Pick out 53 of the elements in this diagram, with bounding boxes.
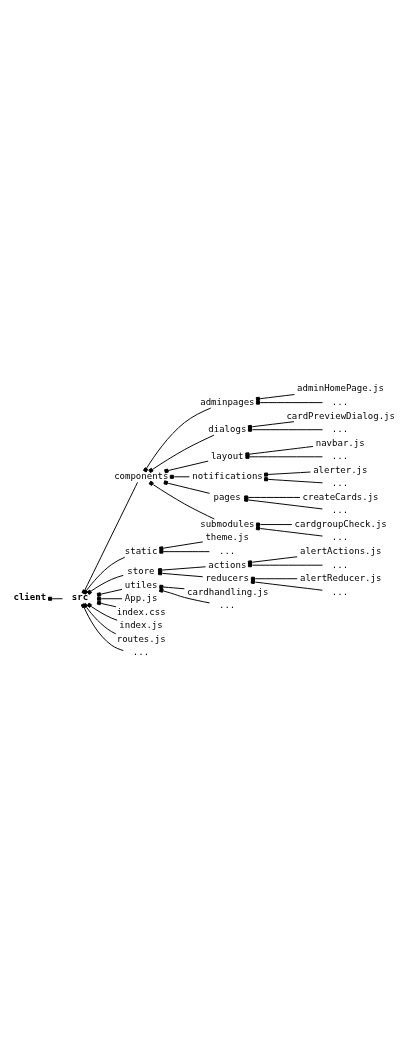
- node-text: ...: [331, 450, 349, 461]
- node-text: src: [71, 591, 89, 602]
- node-text: App.js: [124, 592, 158, 603]
- connector: [159, 549, 210, 554]
- node-text: theme.js: [205, 531, 249, 542]
- node-text: routes.js: [116, 633, 166, 644]
- node-text: alertActions.js: [299, 545, 382, 556]
- node-text: ...: [331, 396, 349, 407]
- connector: [148, 480, 215, 519]
- node-text: index.css: [116, 606, 166, 617]
- node-text: cardPreviewDialog.js: [286, 410, 395, 421]
- node-text: components: [114, 470, 169, 481]
- node-text: dialogs: [208, 423, 247, 434]
- connector: [163, 479, 210, 494]
- node-text: layout: [210, 450, 244, 461]
- node-text: ...: [331, 559, 349, 570]
- connector: [158, 587, 211, 603]
- node-text: reducers: [205, 572, 249, 583]
- connector: [169, 474, 190, 479]
- connector: [143, 407, 212, 472]
- node-text: ...: [331, 531, 349, 542]
- node-text: ...: [218, 599, 236, 610]
- node-text: ...: [331, 423, 349, 434]
- node-text: createCards.js: [302, 491, 379, 502]
- node-text: notifications: [192, 470, 263, 481]
- connector: [96, 600, 117, 607]
- node-text: ...: [132, 646, 150, 657]
- node-text: adminHomePage.js: [297, 382, 384, 393]
- connector: [250, 579, 323, 591]
- node-text: index.js: [119, 619, 163, 630]
- node-text: utiles: [124, 579, 158, 590]
- node-text: ...: [331, 504, 349, 515]
- node-text: submodules: [200, 518, 255, 529]
- connector: [243, 497, 323, 509]
- node-text: alertReducer.js: [299, 572, 382, 583]
- node-text: actions: [208, 559, 247, 570]
- node-text: adminpages: [200, 396, 255, 407]
- node-text: cardhandling.js: [187, 586, 269, 597]
- node-text: client: [13, 591, 47, 602]
- node-text: cardgroupCheck.js: [294, 518, 387, 529]
- connector: [164, 460, 209, 473]
- connector: [148, 434, 215, 473]
- connector: [244, 494, 301, 499]
- connector: [159, 584, 185, 589]
- node-text: store: [127, 565, 155, 576]
- node-text: static: [124, 545, 158, 556]
- connector: [245, 454, 323, 459]
- node-text: ...: [331, 586, 349, 597]
- node-text: pages: [213, 491, 241, 502]
- node-text: ...: [218, 545, 236, 556]
- node-text: alerter.js: [313, 464, 368, 475]
- node-text: ...: [331, 477, 349, 488]
- node-text: navbar.js: [315, 437, 365, 448]
